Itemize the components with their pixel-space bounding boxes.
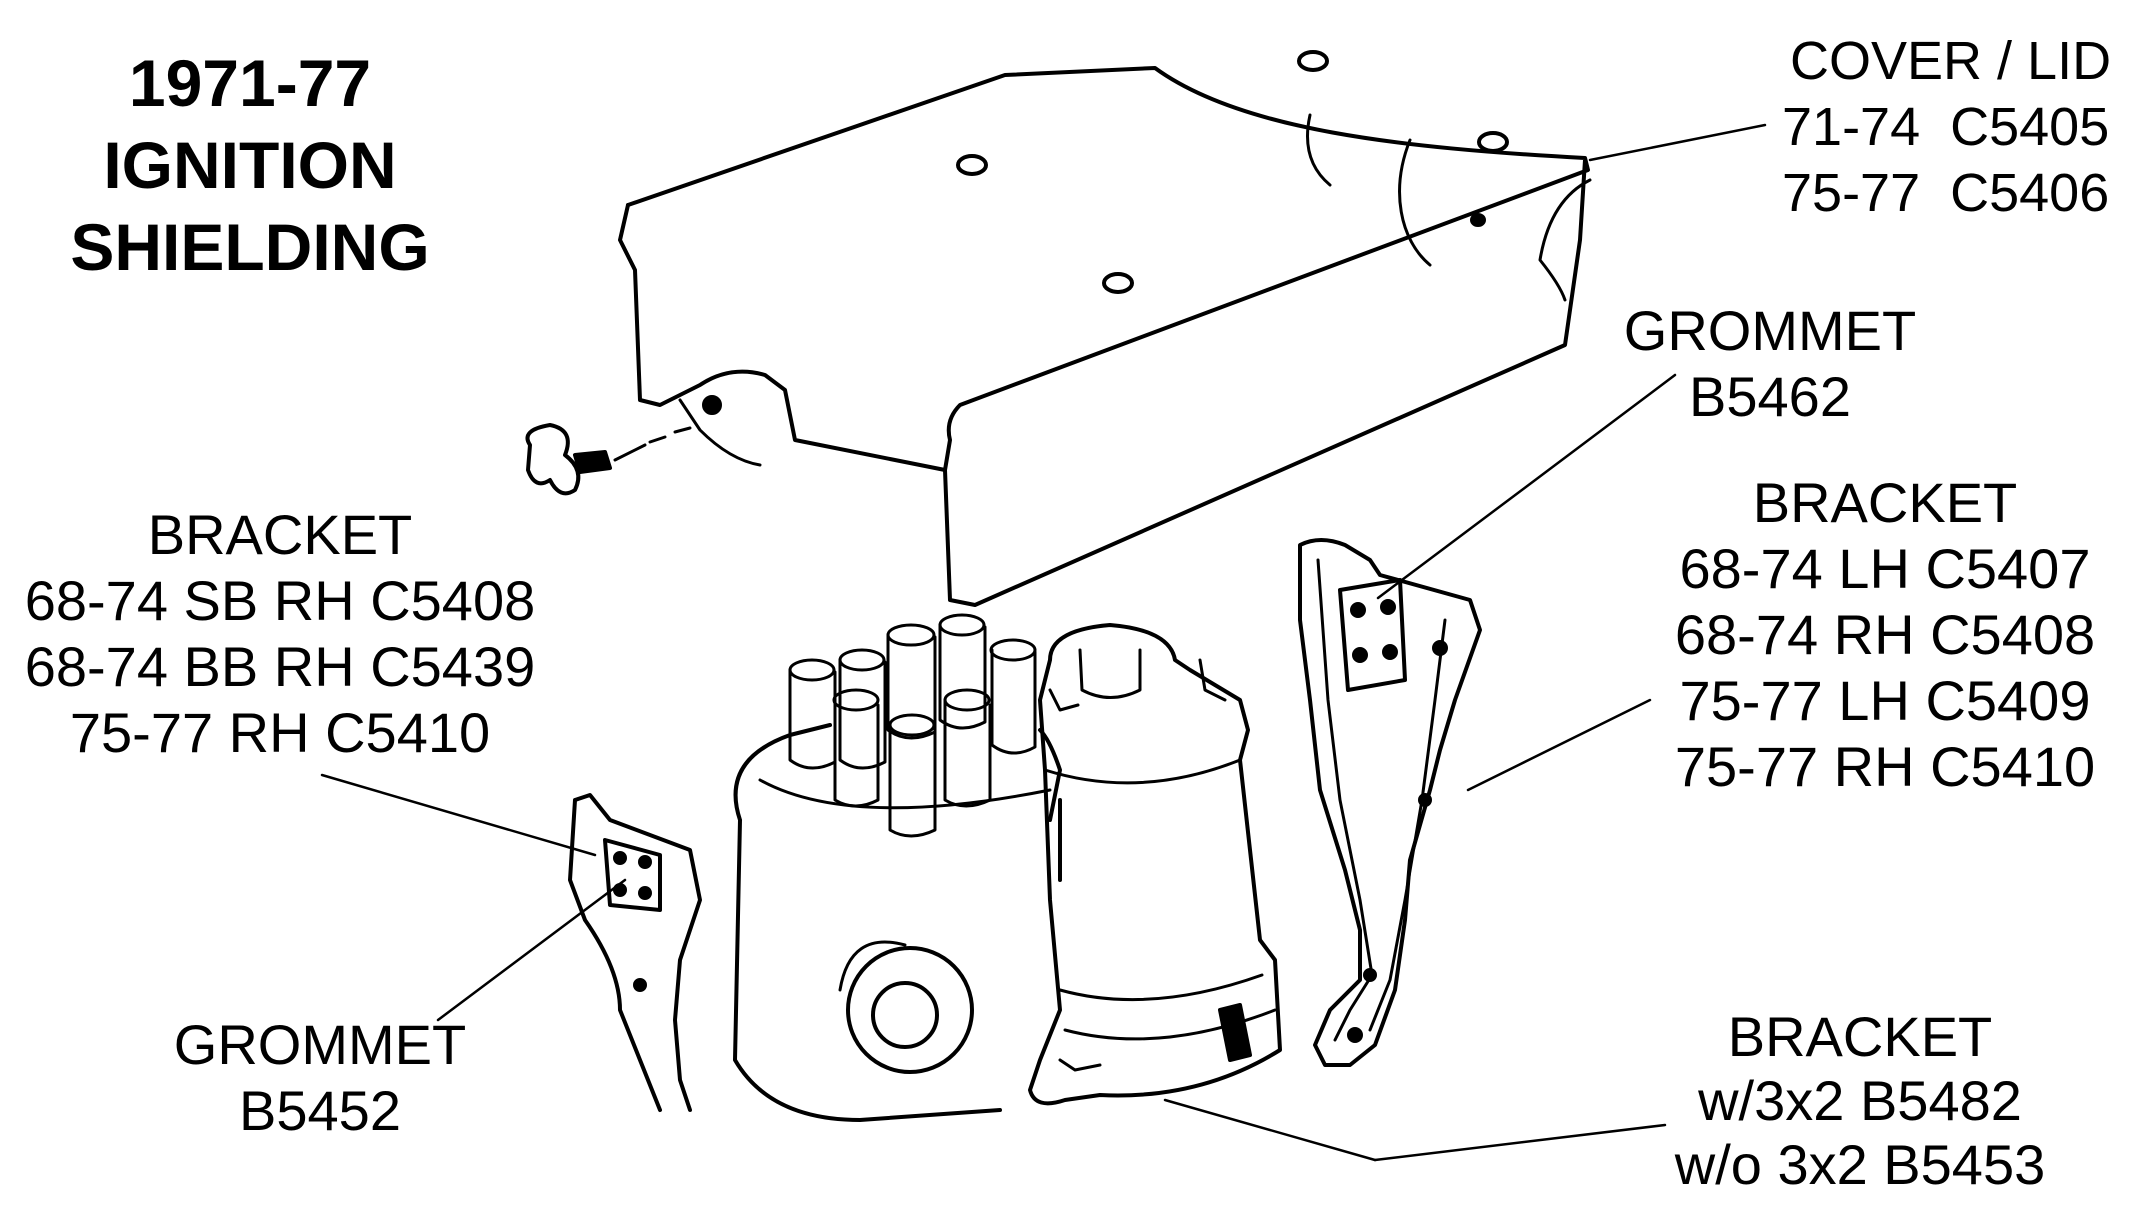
grommet-bottom-part: B5452 [239, 1079, 401, 1142]
bracket-coil-heading: BRACKET [1727, 1005, 1993, 1068]
leader-grommet-bottom [438, 880, 625, 1020]
bracket-coil-part-without-3x2: w/o 3x2 B5453 [1674, 1133, 2046, 1196]
title-line-1: 1971-77 [128, 46, 372, 120]
bracket-left-part-3: 75-77 RH C5410 [69, 701, 491, 764]
bracket-left-part-1: 68-74 SB RH C5408 [24, 569, 536, 632]
grommet-top-part: B5462 [1689, 365, 1851, 428]
grommet-top-heading: GROMMET [1623, 299, 1917, 362]
grommet-bottom-heading: GROMMET [173, 1013, 467, 1076]
diagram-title: 1971-77 IGNITION SHIELDING [40, 42, 460, 288]
leader-bracket-coil-a [1165, 1100, 1375, 1160]
bracket-right-part-1: 68-74 LH C5407 [1679, 537, 2091, 600]
leader-bracket-coil-b [1375, 1125, 1665, 1160]
left-bracket-part [570, 795, 700, 1110]
leader-lines [322, 125, 1765, 1160]
bracket-right-label: BRACKET 68-74 LH C5407 68-74 RH C5408 75… [1640, 470, 2130, 800]
leader-bracket-left [322, 775, 595, 855]
bracket-left-heading: BRACKET [147, 503, 413, 566]
bracket-left-part-2: 68-74 BB RH C5439 [24, 635, 536, 698]
bracket-left-label: BRACKET 68-74 SB RH C5408 68-74 BB RH C5… [10, 502, 550, 766]
bracket-right-heading: BRACKET [1752, 471, 2018, 534]
bracket-right-part-4: 75-77 RH C5410 [1674, 735, 2096, 798]
cover-lid-part-75-77: 75-77 C5406 [1782, 163, 2110, 223]
right-bracket-part [1300, 540, 1480, 1065]
leader-cover-lid [1590, 125, 1765, 160]
title-line-2: IGNITION [103, 128, 397, 202]
cover-lid-label: COVER / LID 71-74 C5405 75-77 C5406 [1782, 28, 2132, 226]
thumb-screw-part [528, 425, 691, 493]
bracket-right-part-2: 68-74 RH C5408 [1674, 603, 2096, 666]
title-line-3: SHIELDING [70, 210, 430, 284]
leader-bracket-right [1468, 700, 1650, 790]
distributor-part [735, 615, 1060, 1120]
grommet-bottom-label: GROMMET B5452 [140, 1012, 500, 1144]
cover-lid-heading: COVER / LID [1790, 31, 2112, 91]
ignition-coil-part [1030, 625, 1280, 1103]
bracket-coil-label: BRACKET w/3x2 B5482 w/o 3x2 B5453 [1660, 1005, 2060, 1197]
cover-lid-part [620, 52, 1590, 605]
grommet-top-label: GROMMET B5462 [1590, 298, 1950, 430]
bracket-coil-part-with-3x2: w/3x2 B5482 [1698, 1069, 2022, 1132]
cover-lid-part-71-74: 71-74 C5405 [1782, 97, 2110, 157]
bracket-right-part-3: 75-77 LH C5409 [1679, 669, 2091, 732]
leader-grommet-top [1378, 375, 1675, 598]
